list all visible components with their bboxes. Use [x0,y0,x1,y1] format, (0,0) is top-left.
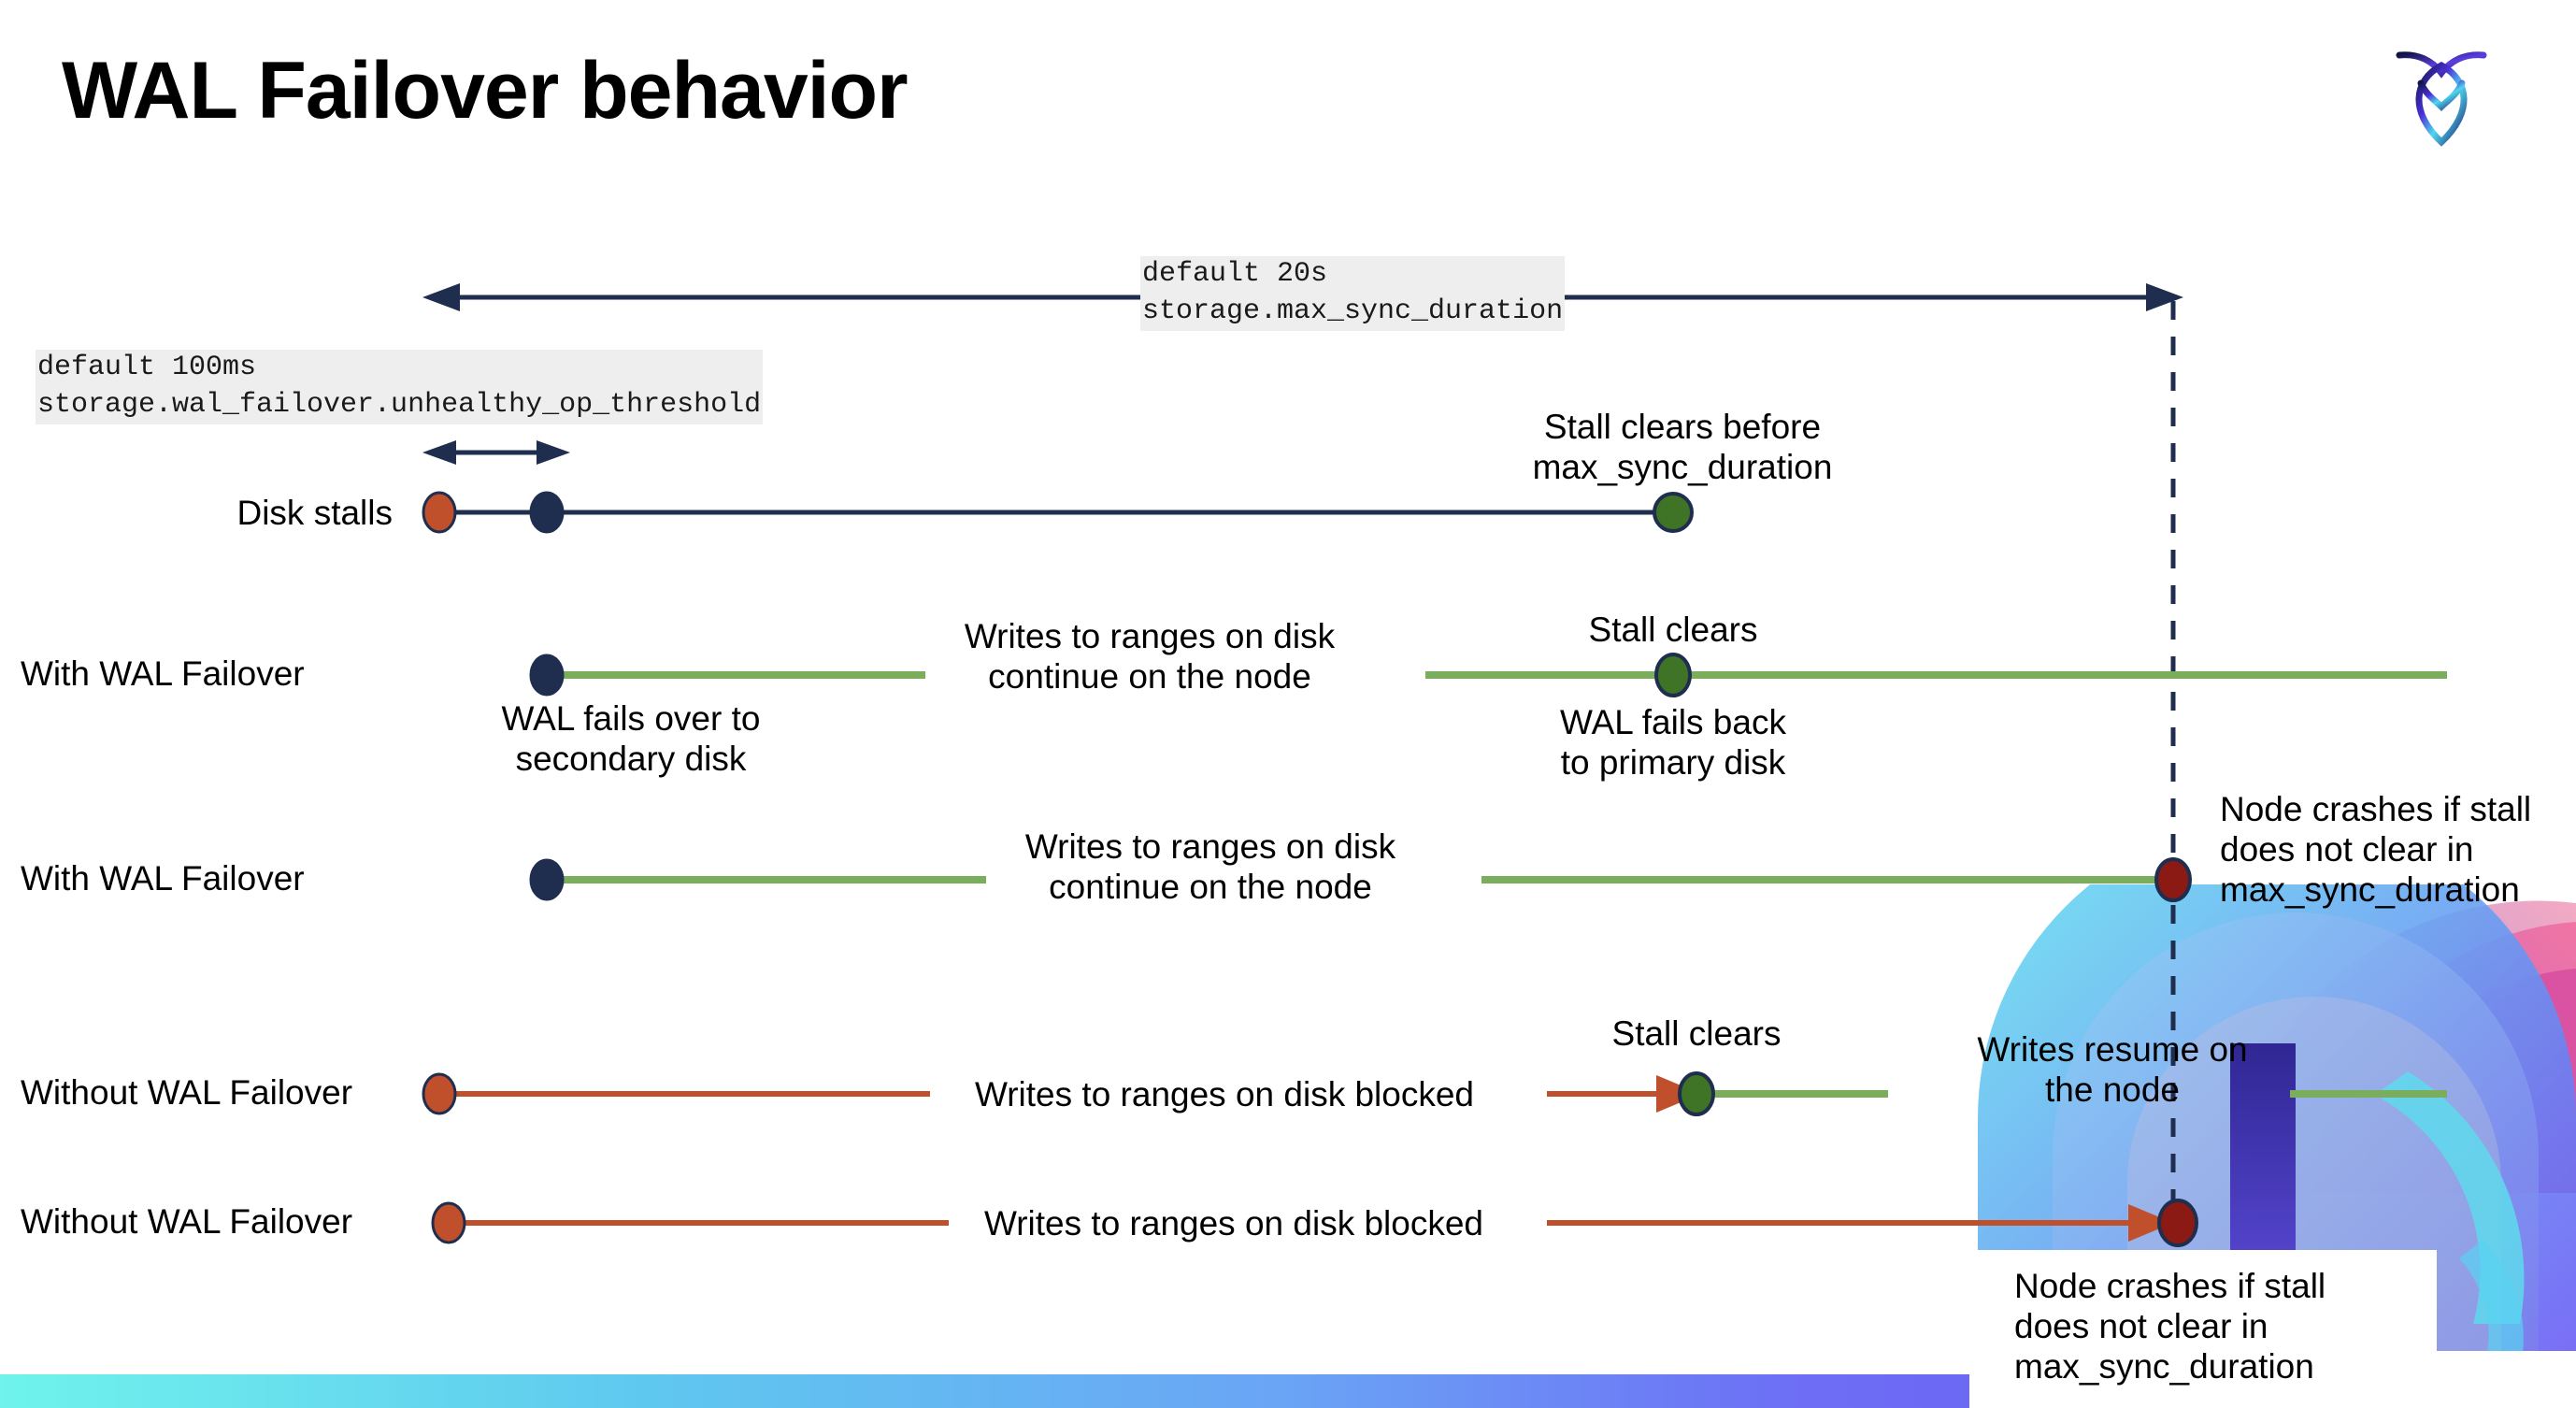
wal-failover-start-dot [529,858,565,901]
row-label-disk-stalls: Disk stalls [236,494,393,532]
stall-clears-dot [1678,1071,1715,1116]
node-crash-arrowhead [2128,1204,2173,1242]
row-label-without-wal-failover-2: Without WAL Failover [21,1202,353,1241]
row-with-wal-failover-1-track [529,653,2447,697]
note-writes-blocked-2: Writes to ranges on disk blocked [983,1204,1484,1243]
stall-clears-dot [1654,653,1692,697]
note-stall-clears-2: Stall clears [1611,1014,1782,1053]
note-writes-resume-on-the-node: Writes resume on the node [1977,1030,2248,1109]
note-writes-blocked-1: Writes to ranges on disk blocked [974,1075,1475,1113]
wal-failover-start-dot [529,654,565,697]
disk-stall-start-dot [422,491,457,534]
note-stall-clears-before-max-sync: Stall clears before max_sync_duration [1532,408,1833,486]
note-writes-continue-on-node-1: Writes to ranges on disk continue on the… [964,617,1336,696]
note-stall-clears-1: Stall clears [1588,611,1758,649]
row-label-without-wal-failover-1: Without WAL Failover [21,1073,353,1112]
max-sync-duration-annotation: default 20s storage.max_sync_duration [1140,256,1566,331]
unhealthy-op-threshold-span-arrow [422,440,570,465]
gradient-bar-occluder [2225,1351,2576,1408]
max-sync-duration-setting: storage.max_sync_duration [1142,295,1564,327]
row-disk-stalls-track [422,491,1694,534]
row-label-with-wal-failover-1: With WAL Failover [21,654,305,693]
node-crash-dot [2154,857,2192,902]
max-sync-duration-default: default 20s [1142,258,1328,290]
note-node-crashes-2: Node crashes if stall does not clear in … [2014,1267,2326,1386]
unhealthy-op-threshold-annotation: default 100ms storage.wal_failover.unhea… [36,350,764,424]
note-node-crashes-1: Node crashes if stall does not clear in … [2220,790,2532,909]
node-crash-dot [2157,1199,2198,1247]
unhealthy-op-threshold-default: default 100ms [37,352,257,383]
unhealthy-op-threshold-setting: storage.wal_failover.unhealthy_op_thresh… [37,388,762,421]
stall-clears-arrowhead [1656,1075,1701,1113]
note-wal-fails-back-to-primary-disk: WAL fails back to primary disk [1560,703,1786,782]
wal-failover-trigger-dot [529,491,565,534]
stall-clears-dot [1653,492,1694,533]
cockroachdb-logo-icon [2396,51,2487,147]
row-label-with-wal-failover-2: With WAL Failover [21,859,305,898]
note-writes-continue-on-node-2: Writes to ranges on disk continue on the… [1024,827,1396,906]
page-title: WAL Failover behavior [62,46,909,136]
note-wal-fails-over-to-secondary-disk: WAL fails over to secondary disk [501,699,761,778]
